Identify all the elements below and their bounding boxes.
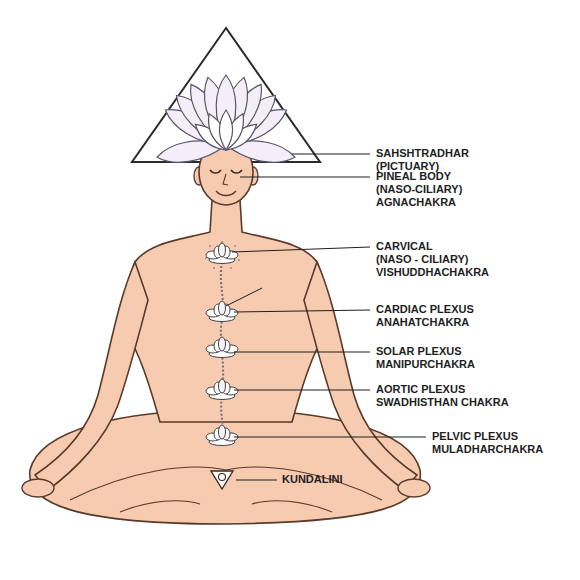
manipur-lotus [206, 337, 238, 358]
vishuddha-lotus [206, 243, 238, 264]
anahata-lotus [206, 301, 238, 322]
chakra-label: (NASO - CILIARY) [376, 253, 468, 266]
chakra-label: SAHSHTRADHAR [376, 147, 469, 160]
nose [223, 174, 228, 185]
swadhisthan-lotus [206, 379, 238, 400]
kundalini-symbol [211, 471, 233, 489]
crown-triangle [132, 28, 320, 162]
chakra-label: AGNACHAKRA [376, 196, 456, 209]
right-hand [398, 479, 430, 497]
chakra-label: SOLAR PLEXUS [376, 345, 462, 358]
chakra-label: VISHUDDHACHAKRA [376, 266, 489, 279]
chakra-label: KUNDALINI [282, 473, 343, 486]
muladhar-lotus [206, 425, 238, 446]
closed-eyes [210, 170, 242, 173]
chakra-label: SWADHISTHAN CHAKRA [376, 396, 509, 409]
chakra-label: MULADHARCHAKRA [432, 443, 543, 456]
left-hand [22, 479, 54, 497]
chakra-label: PINEAL BODY [376, 170, 451, 183]
chakra-label: AORTIC PLEXUS [376, 383, 465, 396]
chakra-label: CARVICAL [376, 240, 433, 253]
leg-folds [70, 467, 382, 500]
left-arm [35, 262, 148, 490]
chakra-label: MANIPURCHAKRA [376, 358, 475, 371]
throat-aura [205, 241, 240, 269]
chakra-label: (NASO-CILIARY) [376, 183, 462, 196]
chakra-label: CARDIAC PLEXUS [376, 303, 474, 316]
chakra-label: ANAHATCHAKRA [376, 316, 469, 329]
right-arm [304, 262, 417, 490]
chakra-label: PELVIC PLEXUS [432, 430, 518, 443]
feet [120, 501, 332, 512]
smile [216, 191, 236, 196]
crown-lotus [155, 75, 296, 167]
